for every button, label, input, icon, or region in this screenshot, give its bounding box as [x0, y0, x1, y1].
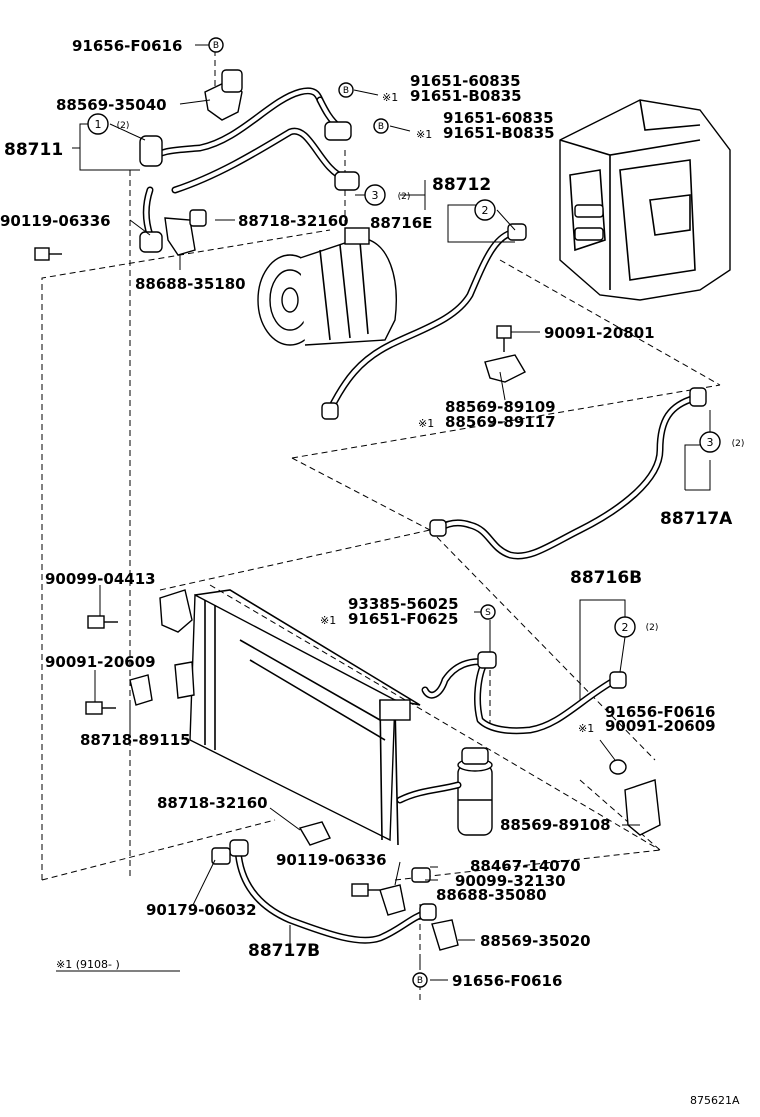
star1-marker: ※1	[416, 128, 432, 141]
label-91651-b0835-a[interactable]: 91651-B0835	[410, 87, 522, 105]
bracket-90099-04413	[87, 589, 193, 633]
qty-text: (2)	[117, 121, 130, 131]
label-88569-35020[interactable]: 88569-35020	[480, 932, 591, 950]
qty-text: (2)	[732, 439, 745, 449]
circle-1-88711: 1 (2)	[87, 113, 130, 135]
receiver-drier	[457, 747, 493, 836]
circle-3-88717a: 3 (2)	[699, 431, 745, 453]
circle-1-text: 1	[95, 118, 102, 131]
circle-2-88716e: 2	[474, 199, 496, 221]
marker-s: S	[480, 604, 496, 620]
marker-b-text: B	[417, 976, 423, 986]
label-88716e[interactable]: 88716E	[370, 214, 432, 232]
label-90099-04413[interactable]: 90099-04413	[45, 570, 156, 588]
label-88718-32160-bottom[interactable]: 88718-32160	[157, 794, 268, 812]
label-91651-f0625[interactable]: 91651-F0625	[348, 610, 458, 628]
label-88569-89117[interactable]: 88569-89117	[445, 413, 556, 431]
label-88718-89115[interactable]: 88718-89115	[80, 731, 191, 749]
label-90091-20801[interactable]: 90091-20801	[544, 324, 655, 342]
hose-88711[interactable]	[142, 87, 324, 239]
label-88711[interactable]: 88711	[4, 140, 63, 160]
label-88712[interactable]: 88712	[432, 175, 491, 195]
pipe-condenser-drier	[396, 781, 462, 804]
label-88688-35080[interactable]: 88688-35080	[436, 886, 547, 904]
hose-88717b[interactable]	[229, 839, 437, 944]
label-88716b[interactable]: 88716B	[570, 568, 642, 588]
star1-marker: ※1	[382, 91, 398, 104]
label-88569-89109[interactable]: 88569-89109	[445, 398, 556, 416]
star1-marker: ※1	[320, 614, 336, 627]
compressor	[257, 227, 397, 346]
hose-88716e[interactable]	[321, 223, 527, 420]
part-labels: 91656-F0616 88569-35040 88711 91651-6083…	[0, 37, 733, 990]
label-90119-06336-bottom[interactable]: 90119-06336	[276, 851, 387, 869]
label-91656-f0616-bottom[interactable]: 91656-F0616	[452, 972, 562, 990]
qty-text: (2)	[646, 623, 659, 633]
leader-lines	[72, 44, 711, 981]
label-93385-56025[interactable]: 93385-56025	[348, 595, 459, 613]
label-90091-20609-left[interactable]: 90091-20609	[45, 653, 156, 671]
marker-b-text: B	[213, 41, 219, 51]
label-90179-06032[interactable]: 90179-06032	[146, 901, 257, 919]
circle-2-text: 2	[622, 621, 629, 634]
marker-b-top: B	[208, 37, 224, 53]
label-91651-60835-b[interactable]: 91651-60835	[443, 109, 554, 127]
marker-b-a: B	[338, 82, 354, 98]
marker-b-bottom: B	[412, 972, 428, 988]
star1-marker: ※1	[418, 417, 434, 430]
qty-text: (2)	[398, 192, 411, 202]
fitting-88711-upper	[139, 135, 163, 253]
hose-88716b[interactable]	[421, 651, 627, 735]
label-90099-32130[interactable]: 90099-32130	[455, 872, 566, 890]
label-91651-60835-a[interactable]: 91651-60835	[410, 72, 521, 90]
label-88718-32160-top[interactable]: 88718-32160	[238, 212, 349, 230]
clamp-88569-35020	[431, 919, 459, 951]
fitting-88712-ends	[324, 121, 360, 191]
bolt-90119-06336-top	[34, 247, 62, 261]
footnote-text: ※1 (9108- )	[56, 958, 120, 971]
label-88688-35180[interactable]: 88688-35180	[135, 275, 246, 293]
switch-88467-14070	[411, 867, 431, 883]
circle-2-text: 2	[482, 204, 489, 217]
bracket-88718-89115	[85, 661, 195, 715]
fitting-90179-06032	[211, 847, 231, 865]
bracket-88688-35080	[379, 884, 406, 916]
guide-lines	[41, 50, 721, 1000]
bolt-90091-20801	[496, 325, 512, 352]
marker-b-text: B	[378, 122, 384, 132]
label-91651-b0835-b[interactable]: 91651-B0835	[443, 124, 555, 142]
label-88717b[interactable]: 88717B	[248, 941, 320, 961]
bracket-88688-35180	[164, 209, 207, 256]
marker-b-text: B	[343, 86, 349, 96]
bracket-88569-89108	[609, 759, 661, 836]
circle-2-88716b: 2 (2)	[614, 616, 659, 638]
marker-b-b: B	[373, 118, 389, 134]
star1-marker: ※1	[578, 722, 594, 735]
clamp-88569-89109	[484, 354, 526, 383]
label-88569-35040[interactable]: 88569-35040	[56, 96, 167, 114]
label-88467-14070[interactable]: 88467-14070	[470, 857, 581, 875]
clamp-88718-32160-bottom	[298, 821, 331, 846]
diagram-id: 875621A	[690, 1094, 740, 1107]
label-88569-89108[interactable]: 88569-89108	[500, 816, 611, 834]
hose-88717a[interactable]	[429, 387, 707, 560]
label-91656-f0616-top[interactable]: 91656-F0616	[72, 37, 182, 55]
label-91656-f0616-right[interactable]: 91656-F0616	[605, 703, 715, 721]
bolt-90119-06336-bottom	[351, 883, 380, 897]
marker-s-text: S	[485, 608, 491, 618]
circle-3-text: 3	[707, 436, 714, 449]
label-88717a[interactable]: 88717A	[660, 509, 733, 529]
label-90091-20609-right[interactable]: 90091-20609	[605, 717, 716, 735]
clamp-88569-35040	[204, 69, 243, 121]
evaporator-unit	[559, 99, 731, 301]
circle-3-text: 3	[372, 189, 379, 202]
label-90119-06336-top[interactable]: 90119-06336	[0, 212, 111, 230]
circle-3-88712: 3 (2)	[364, 184, 411, 206]
